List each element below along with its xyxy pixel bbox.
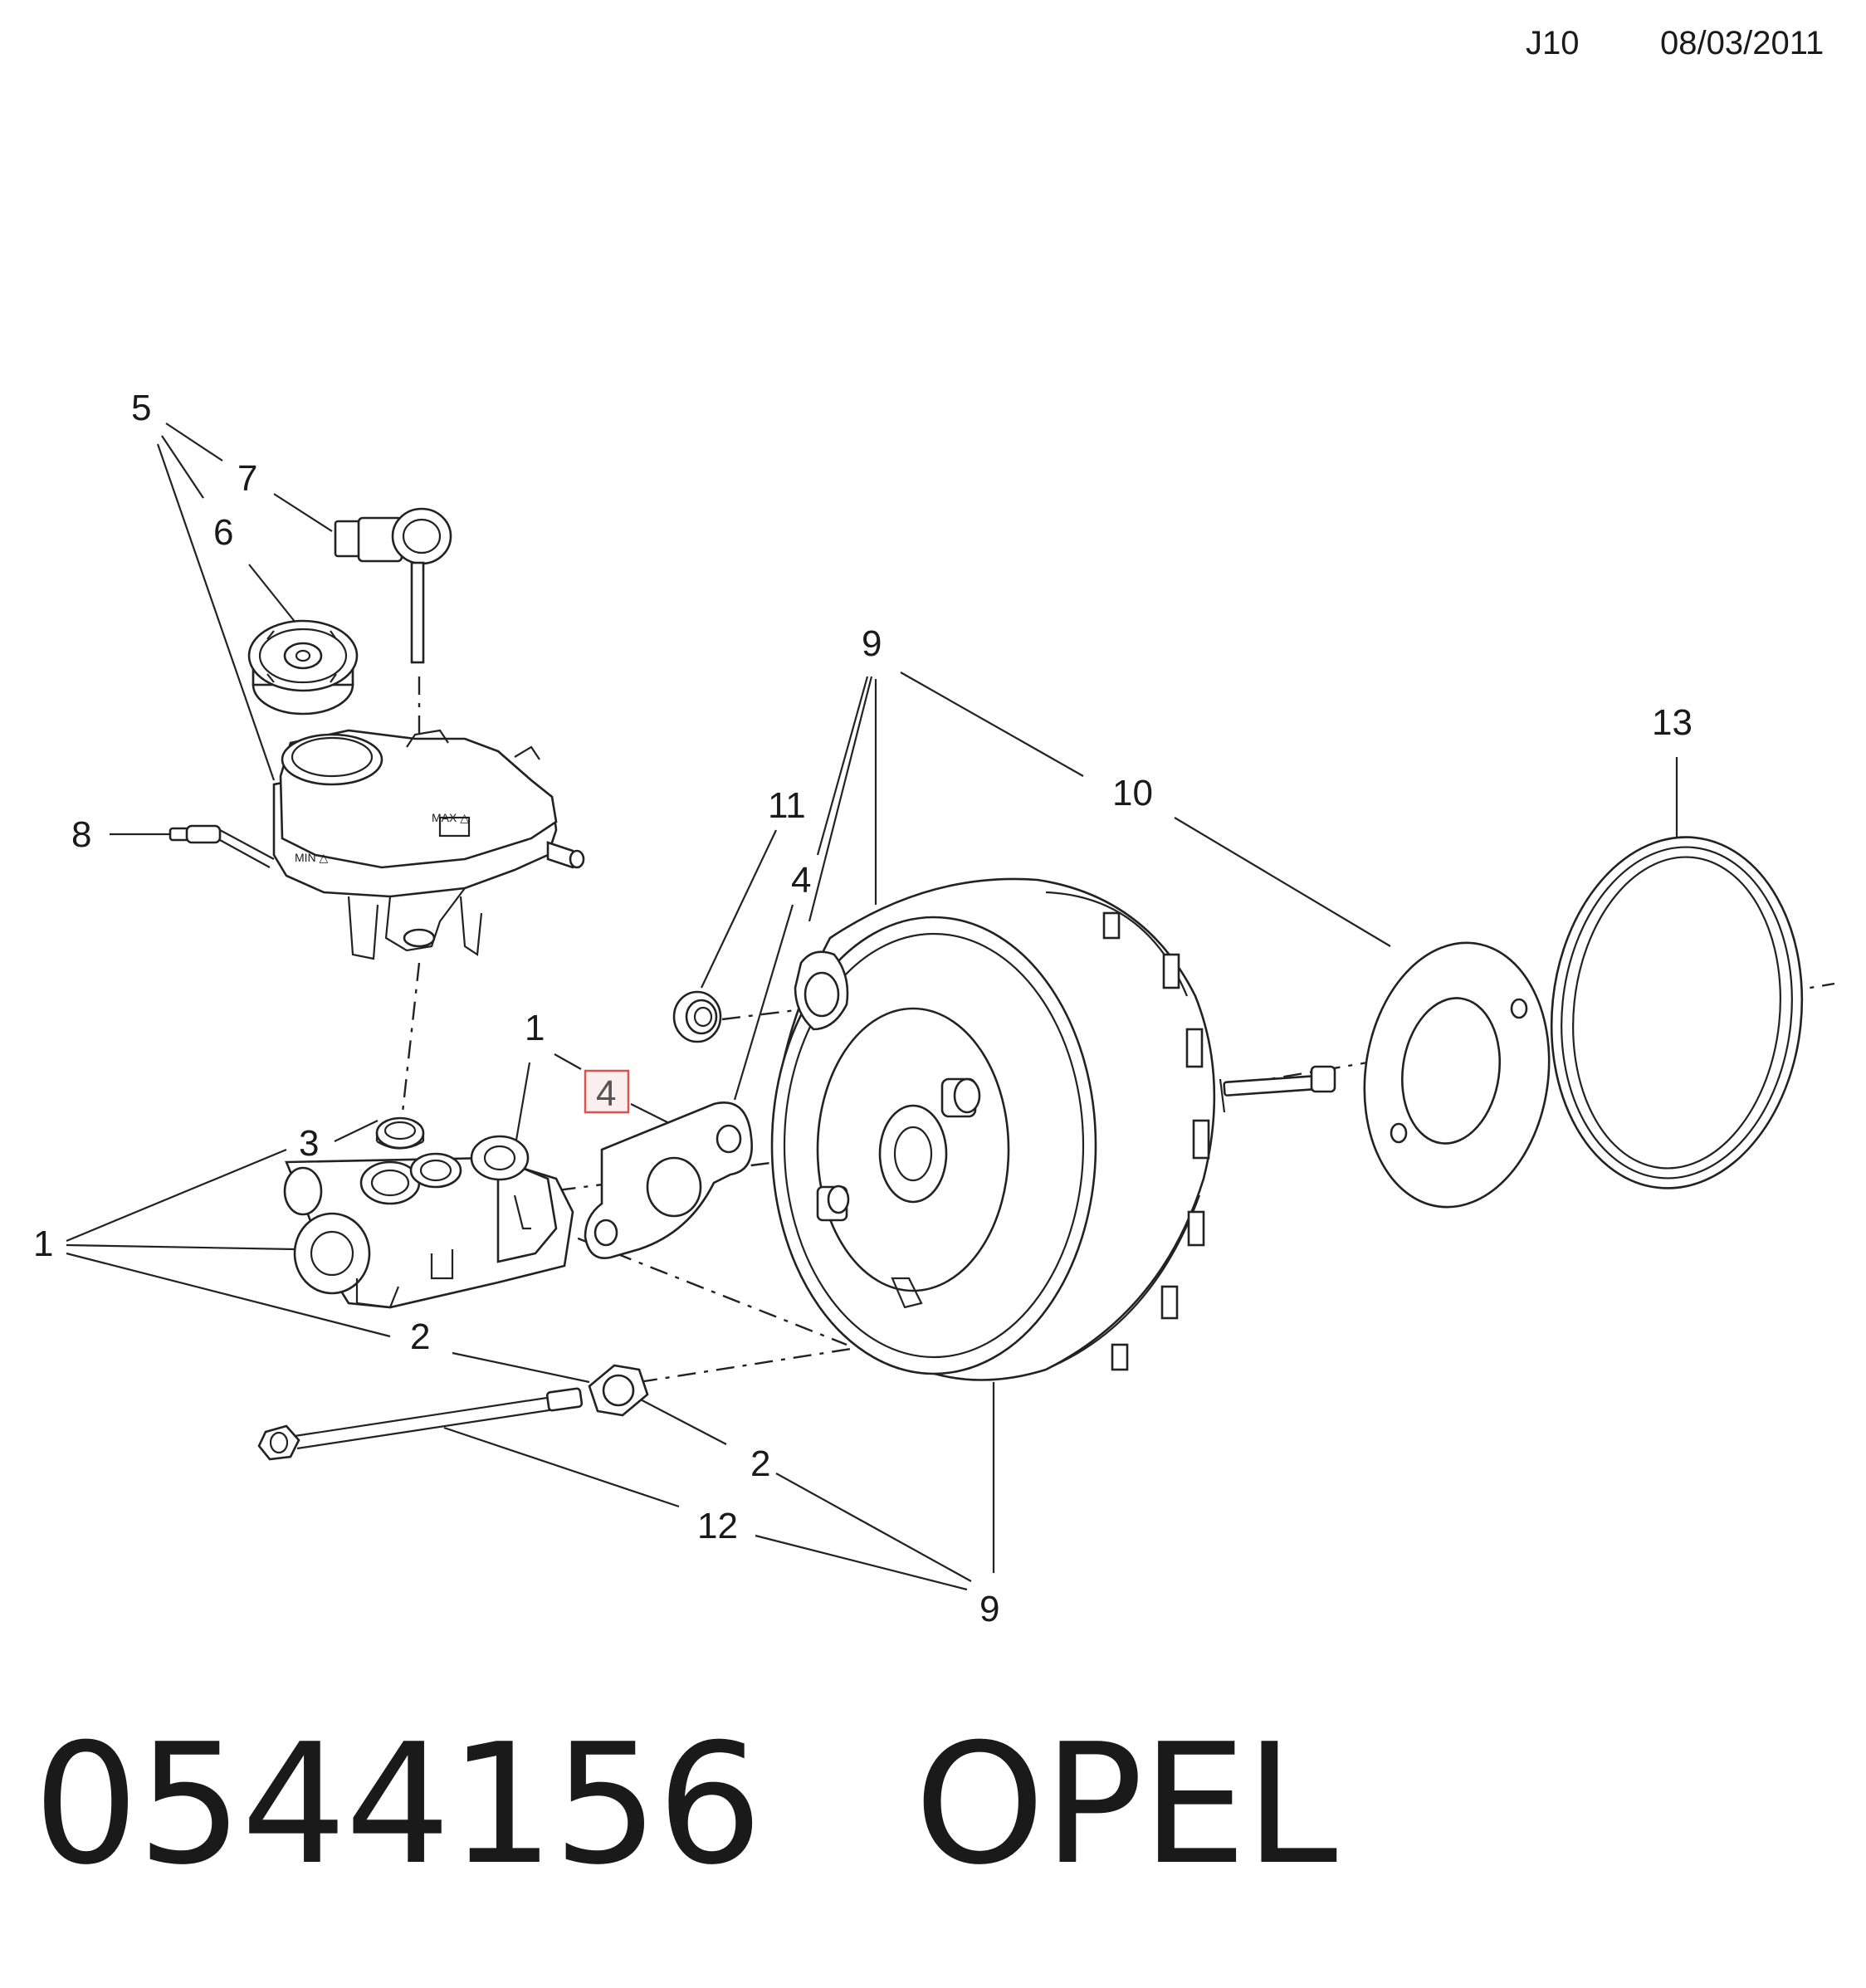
diagram-date: 08/03/2011: [1660, 25, 1824, 61]
callout-8: 8: [71, 814, 91, 855]
diagram-code: J10: [1526, 25, 1580, 61]
part-number-footer: 0544156 OPEL: [33, 1722, 1337, 1888]
callout-4: 4: [791, 860, 811, 901]
callout-12: 12: [697, 1506, 738, 1546]
master-cylinder-gasket: [584, 1101, 753, 1259]
callout-9-bottom: 9: [979, 1589, 999, 1629]
brake-master-cylinder: [283, 1135, 574, 1309]
callout-numbers: 5 7 6 8 1 1 3 2 2 4 4 11 9 10 13 12 9: [33, 388, 1693, 1629]
callout-10: 10: [1112, 773, 1153, 813]
booster-seal-ring: [1550, 836, 1804, 1189]
callout-2-right: 2: [750, 1443, 770, 1484]
callout-13: 13: [1652, 702, 1693, 743]
brake-fluid-level-sensor: [334, 507, 452, 664]
callout-5: 5: [131, 388, 151, 428]
brake-booster: [770, 877, 1336, 1381]
callout-9-top: 9: [862, 623, 882, 664]
callout-4-highlighted[interactable]: 4: [596, 1073, 616, 1114]
booster-gasket: [1363, 941, 1551, 1209]
part-number: 0544156: [33, 1708, 763, 1902]
svg-text:MIN △: MIN △: [295, 851, 329, 864]
leader-lines: [66, 423, 1678, 1591]
callout-2-left: 2: [410, 1316, 430, 1357]
callout-3: 3: [299, 1123, 319, 1164]
callout-1-top: 1: [525, 1008, 545, 1048]
push-rod-nut: [588, 1364, 649, 1417]
callout-11: 11: [768, 785, 806, 826]
svg-text:MAX △: MAX △: [432, 811, 469, 824]
brand-name: OPEL: [914, 1708, 1337, 1902]
callout-4-highlight-box[interactable]: [584, 1069, 630, 1114]
brake-line-pipe: [257, 1387, 584, 1461]
reservoir-seal: [375, 1116, 425, 1150]
callout-7: 7: [237, 458, 257, 499]
reservoir-pin: [169, 824, 275, 868]
brake-fluid-reservoir: MAX △ MIN △: [272, 729, 585, 960]
callout-1-left: 1: [33, 1224, 53, 1264]
callout-6: 6: [213, 512, 233, 553]
reservoir-cap: [247, 619, 359, 716]
retaining-nut: [672, 990, 722, 1043]
